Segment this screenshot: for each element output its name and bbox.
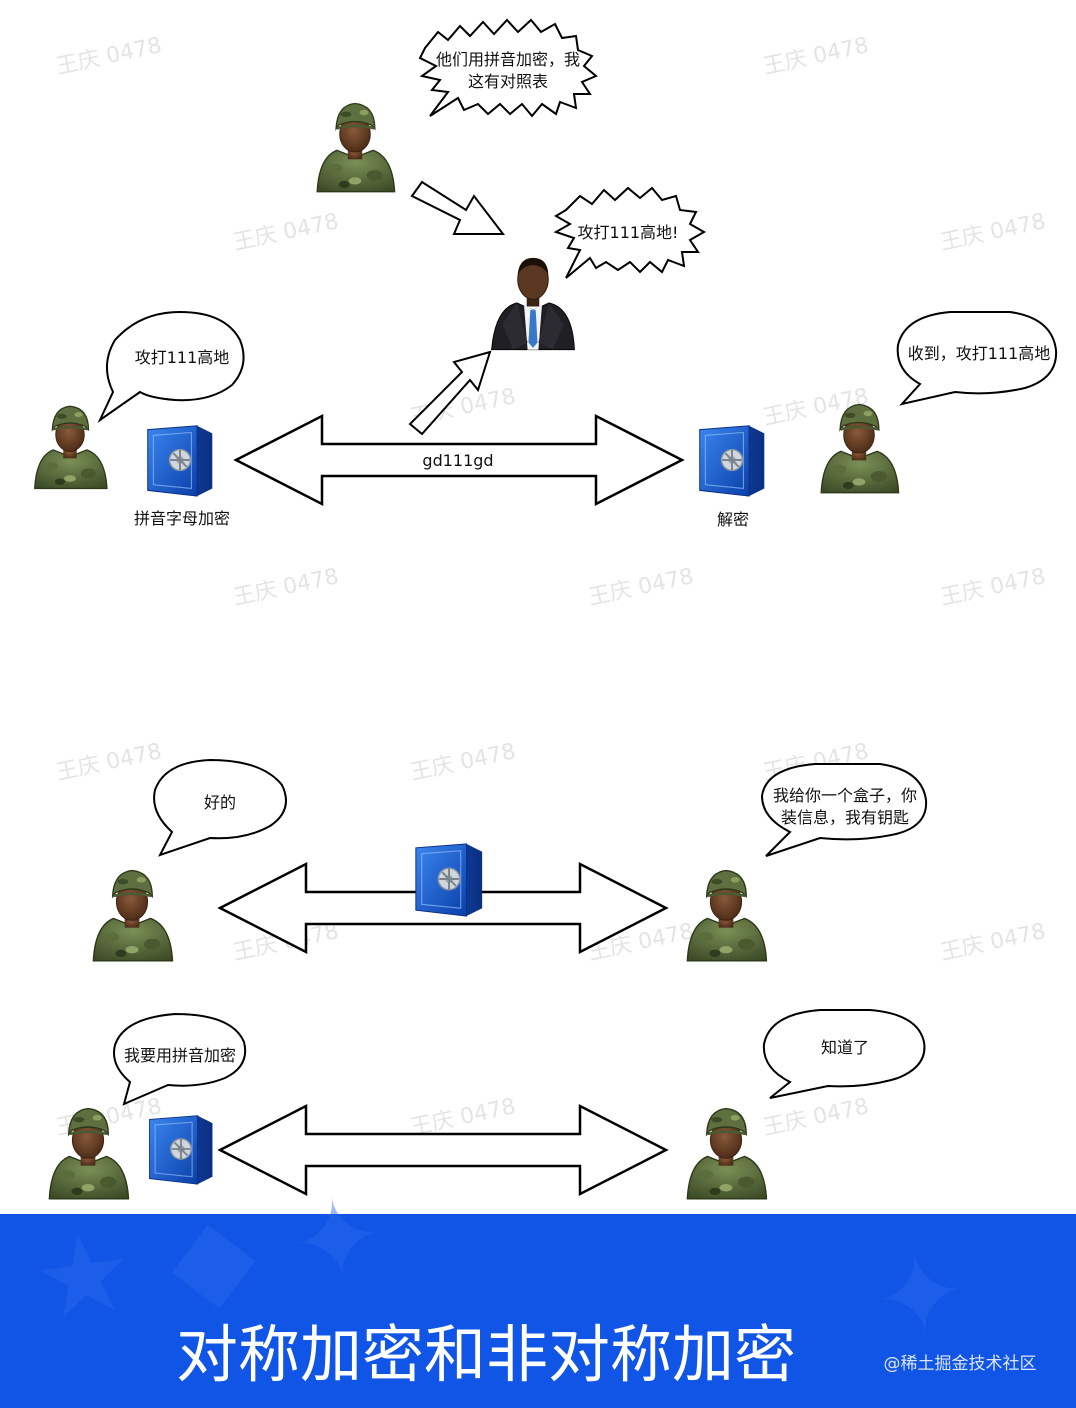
ciphertext-label: gd111gd xyxy=(422,451,493,470)
boss-bubble-text: 攻打111高地! xyxy=(578,223,679,242)
watermark-layer: 王庆 0478 王庆 0478 王庆 0478 王庆 0478 王庆 0478 … xyxy=(54,33,1048,1141)
row1-right-bubble-line1: 我给你一个盒子，你 xyxy=(773,786,917,805)
row2-left-speech-bubble: 我要用拼音加密 xyxy=(113,1012,247,1106)
spy-bubble-line1: 他们用拼音加密，我 xyxy=(436,50,580,69)
watermark: 王庆 0478 xyxy=(54,739,164,786)
row2-left-bubble-text: 我要用拼音加密 xyxy=(124,1046,236,1065)
row1-left-speech-bubble: 好的 xyxy=(153,758,287,857)
row2-right-bubble-text: 知道了 xyxy=(821,1038,869,1057)
receiver-soldier-icon xyxy=(820,403,900,494)
watermark: 王庆 0478 xyxy=(586,564,696,611)
watermark: 王庆 0478 xyxy=(761,1094,871,1141)
receiver-speech-bubble: 收到，攻打111高地 xyxy=(896,311,1058,406)
title-banner: ★ ◆ ✦ ✦ 对称加密和非对称加密 @稀土掘金技术社区 xyxy=(0,1170,1076,1408)
row1-right-bubble-line2: 装信息，我有钥匙 xyxy=(781,808,909,827)
watermark: 王庆 0478 xyxy=(231,209,341,256)
row1-right-speech-bubble: 我给你一个盒子，你 装信息，我有钥匙 xyxy=(760,763,928,857)
decrypt-label: 解密 xyxy=(717,510,749,529)
encrypt-safe-icon xyxy=(146,424,214,498)
top-double-arrow xyxy=(233,413,685,507)
sender-soldier-icon xyxy=(34,405,108,490)
watermark: 王庆 0478 xyxy=(408,739,518,786)
banner-background xyxy=(0,1214,1076,1408)
intercept-arrow xyxy=(408,350,492,436)
watermark: 王庆 0478 xyxy=(938,564,1048,611)
row1-safe-icon xyxy=(414,842,484,918)
spy-soldier-icon xyxy=(316,102,396,193)
watermark: 王庆 0478 xyxy=(54,33,164,80)
businessman-icon xyxy=(491,257,575,351)
boss-shout-bubble: 攻打111高地! xyxy=(553,186,707,279)
watermark: 王庆 0478 xyxy=(938,209,1048,256)
sender-speech-bubble: 攻打111高地 xyxy=(97,310,245,423)
sender-bubble-text: 攻打111高地 xyxy=(135,348,230,367)
watermark: 王庆 0478 xyxy=(761,33,871,80)
row2-safe-icon xyxy=(148,1114,214,1186)
spy-shout-bubble: 他们用拼音加密，我 这有对照表 xyxy=(418,18,598,118)
row1-left-soldier-icon xyxy=(92,869,174,962)
watermark: 王庆 0478 xyxy=(231,564,341,611)
row2-double-arrow xyxy=(217,1103,669,1197)
spy-to-boss-arrow xyxy=(410,180,506,235)
banner-credit: @稀土掘金技术社区 xyxy=(884,1354,1037,1374)
row2-right-soldier-icon xyxy=(686,1107,768,1200)
row2-right-speech-bubble: 知道了 xyxy=(762,1009,926,1099)
watermark: 王庆 0478 xyxy=(938,919,1048,966)
spy-bubble-line2: 这有对照表 xyxy=(468,72,548,91)
row1-right-soldier-icon xyxy=(686,869,768,962)
decrypt-safe-icon xyxy=(698,424,766,498)
banner-decor: ✦ xyxy=(866,1226,975,1366)
row1-left-bubble-text: 好的 xyxy=(204,793,236,812)
receiver-bubble-text: 收到，攻打111高地 xyxy=(908,344,1051,363)
encrypt-label: 拼音字母加密 xyxy=(134,509,230,528)
banner-title: 对称加密和非对称加密 xyxy=(176,1318,796,1391)
